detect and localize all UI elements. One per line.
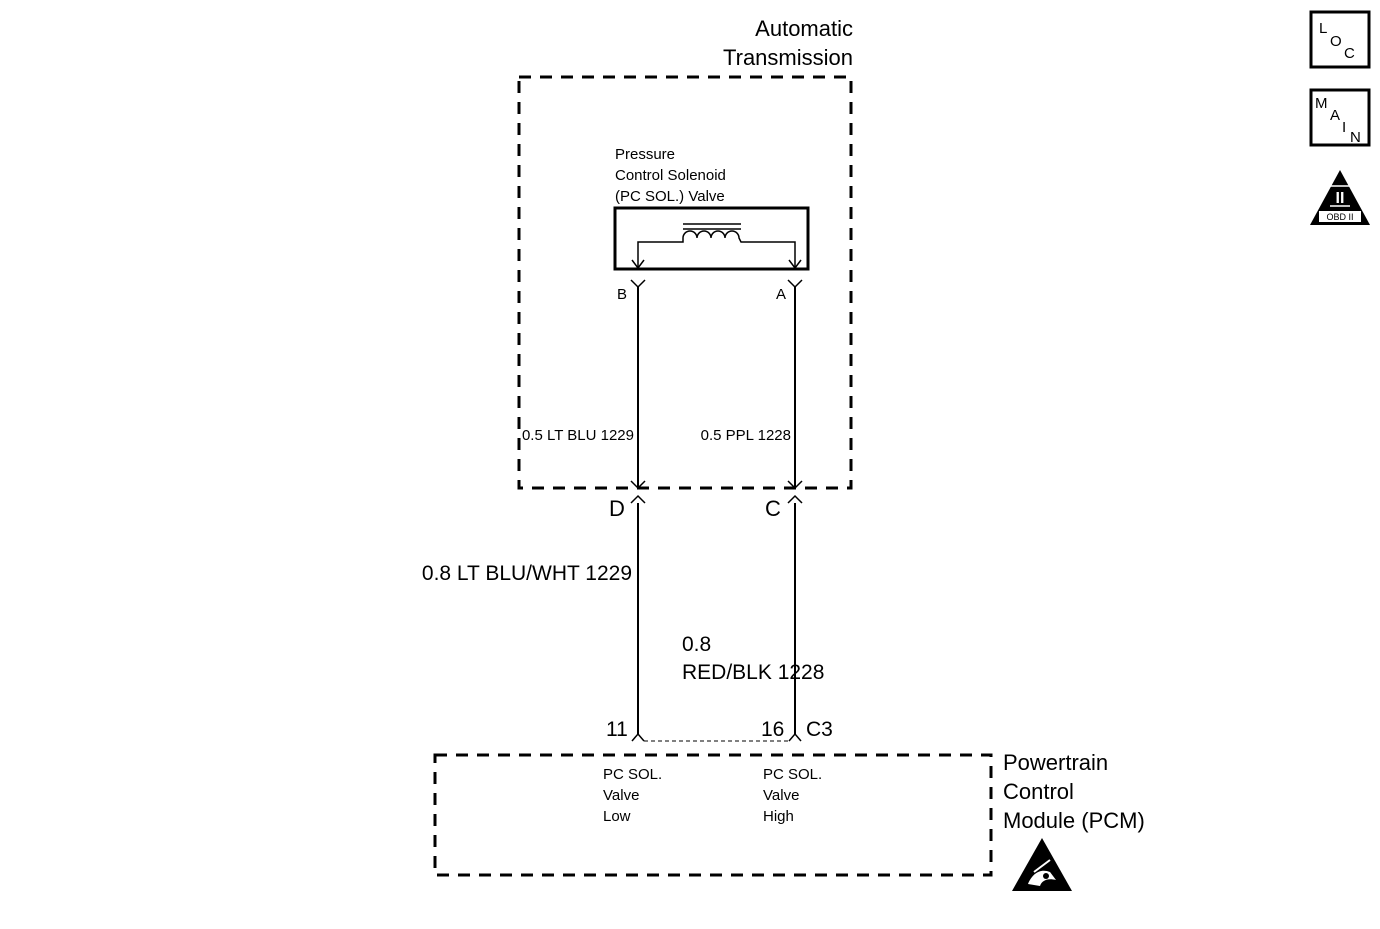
outer-wire-right-label-line2: RED/BLK 1228	[682, 661, 824, 684]
svg-text:O: O	[1330, 33, 1342, 50]
transmission-title-line1: Automatic	[755, 16, 853, 41]
pcm-connector-c3: C3	[806, 718, 833, 741]
svg-text:A: A	[1330, 107, 1340, 124]
pcm-box	[433, 753, 993, 877]
outer-wire-left-label: 0.8 LT BLU/WHT 1229	[422, 562, 632, 585]
transmission-box	[517, 75, 853, 490]
solenoid-pin-b: B	[617, 286, 627, 303]
pcm-title-line2: Control	[1003, 779, 1074, 804]
pcm-low-line1: PC SOL.	[603, 766, 662, 783]
svg-text:M: M	[1315, 95, 1328, 112]
inner-wire-left-label: 0.5 LT BLU 1229	[522, 427, 634, 444]
loc-icon[interactable]: L O C	[1309, 10, 1371, 69]
pcm-title-line1: Powertrain	[1003, 750, 1108, 775]
wire-1228	[787, 279, 803, 742]
wire-1229	[630, 279, 646, 742]
esd-warning-icon	[1012, 838, 1072, 891]
svg-text:C: C	[1344, 45, 1355, 62]
svg-text:OBD II: OBD II	[1326, 212, 1353, 222]
transmission-title-line2: Transmission	[723, 45, 853, 70]
solenoid-label-line1: Pressure	[615, 146, 675, 163]
connector-c: C	[765, 496, 781, 521]
svg-text:N: N	[1350, 129, 1361, 146]
pcm-title-line3: Module (PCM)	[1003, 808, 1145, 833]
connector-d: D	[609, 496, 625, 521]
pcm-high-line1: PC SOL.	[763, 766, 822, 783]
outer-wire-right-label-line1: 0.8	[682, 633, 711, 656]
svg-text:L: L	[1319, 20, 1327, 37]
svg-text:II: II	[1336, 190, 1345, 207]
solenoid-valve	[613, 206, 810, 271]
obd-ii-icon[interactable]: II OBD II	[1310, 170, 1370, 225]
pcm-pin-16: 16	[761, 718, 784, 741]
pcm-low-line3: Low	[603, 808, 631, 825]
pcm-high-line2: Valve	[763, 787, 799, 804]
pcm-low-line2: Valve	[603, 787, 639, 804]
svg-text:I: I	[1342, 119, 1346, 136]
main-icon[interactable]: M A I N	[1309, 88, 1371, 147]
solenoid-pin-a: A	[776, 286, 786, 303]
pcm-pin-11: 11	[606, 718, 628, 741]
solenoid-label-line2: Control Solenoid	[615, 167, 726, 184]
inner-wire-right-label: 0.5 PPL 1228	[701, 427, 791, 444]
solenoid-label-line3: (PC SOL.) Valve	[615, 188, 725, 205]
pcm-high-line3: High	[763, 808, 794, 825]
